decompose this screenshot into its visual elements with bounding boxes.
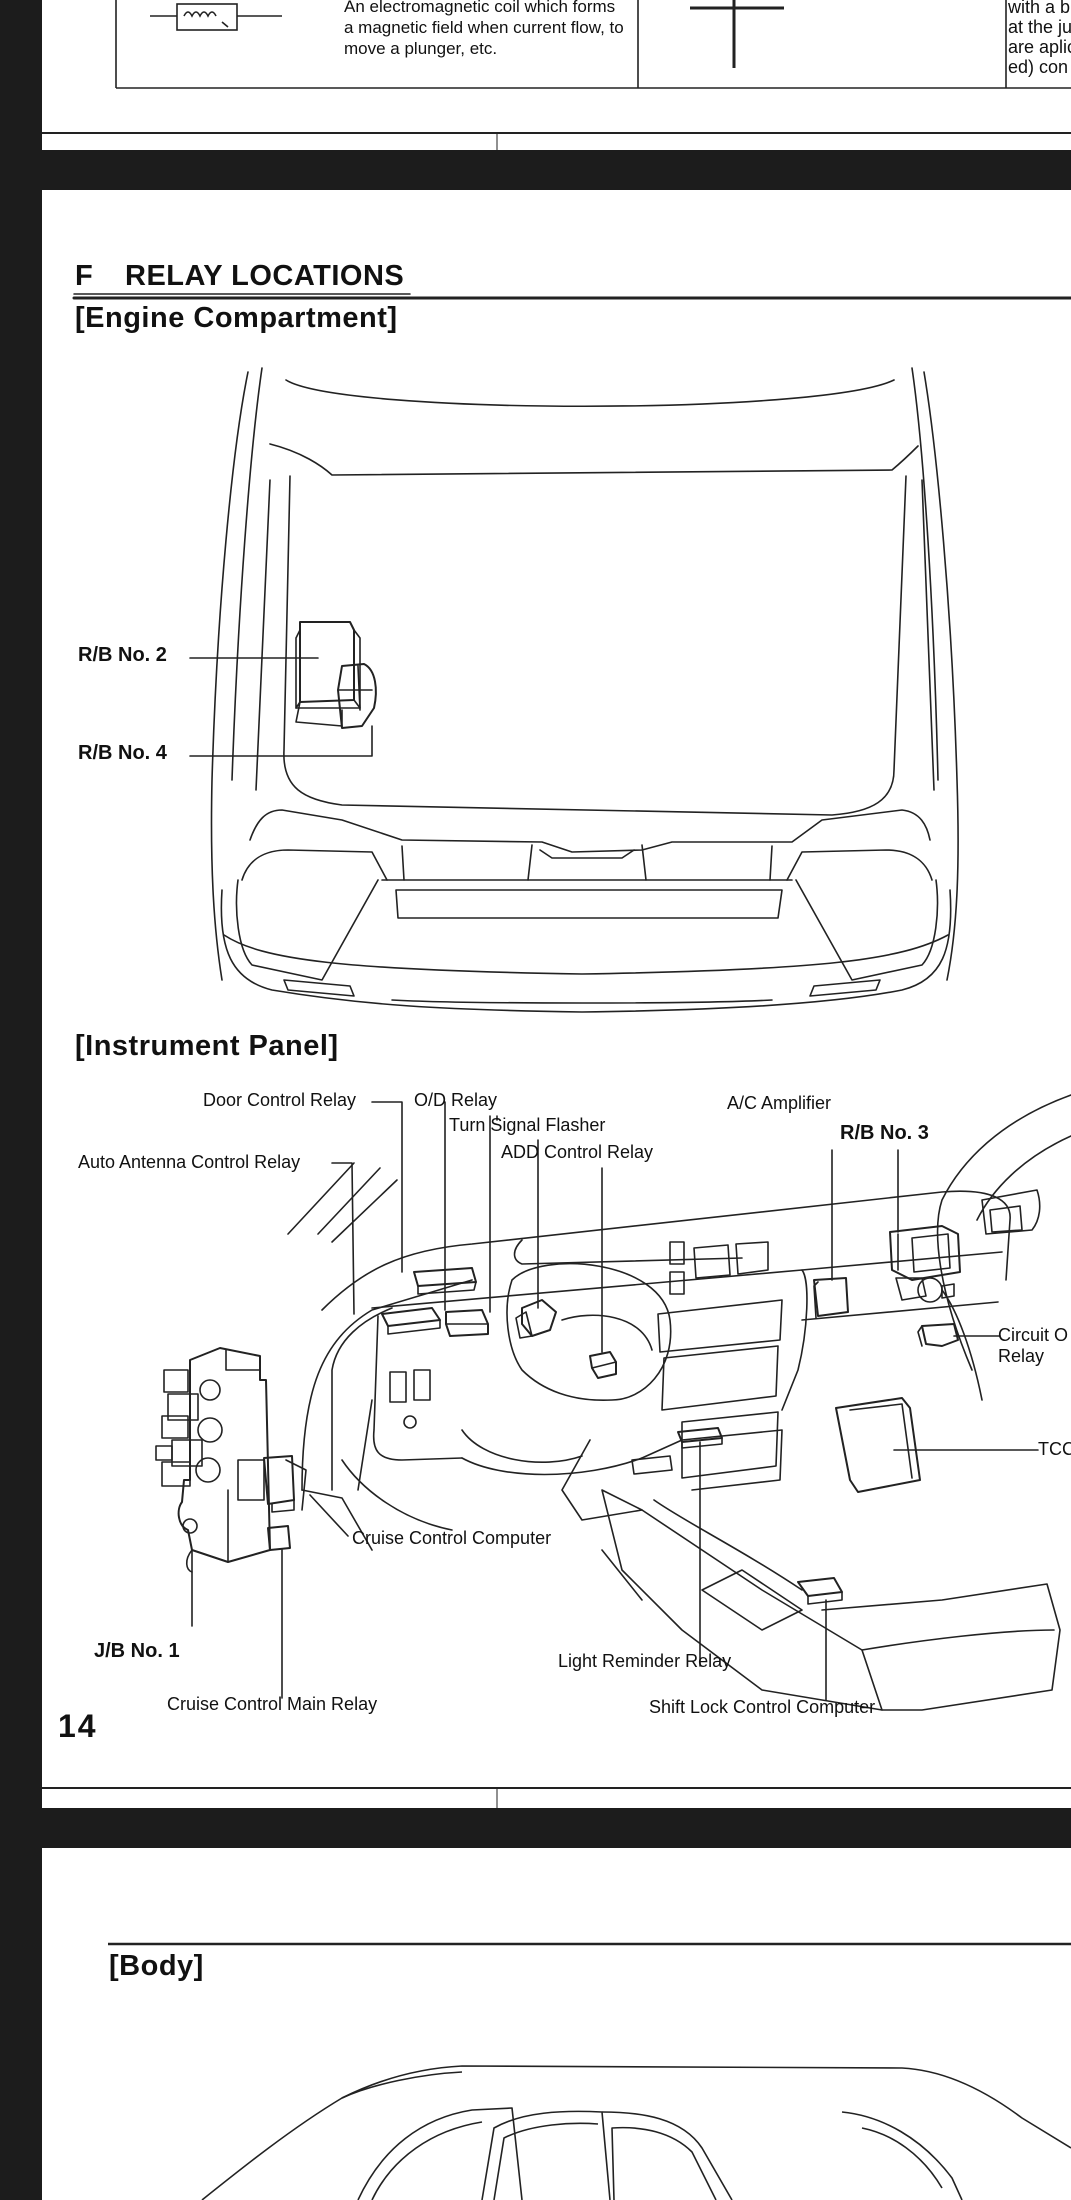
- label-shift-lock-control-computer: Shift Lock Control Computer: [649, 1697, 876, 1717]
- label-circuit-opening: Circuit O: [998, 1325, 1069, 1345]
- label-auto-antenna-control-relay: Auto Antenna Control Relay: [78, 1152, 301, 1172]
- label-ac-amplifier: A/C Amplifier: [727, 1093, 832, 1113]
- engine-compartment-drawing: [189, 367, 959, 1013]
- label-cruise-control-main-relay: Cruise Control Main Relay: [167, 1694, 378, 1714]
- section-letter: F: [75, 260, 94, 292]
- label-circuit-relay: Relay: [998, 1346, 1045, 1366]
- label-cruise-control-computer: Cruise Control Computer: [352, 1528, 552, 1548]
- section-title: RELAY LOCATIONS: [125, 260, 405, 292]
- label-od-relay: O/D Relay: [414, 1090, 498, 1110]
- label-door-control-relay: Door Control Relay: [203, 1090, 357, 1110]
- label-jb-no-1: J/B No. 1: [94, 1640, 180, 1662]
- right-column-line-4: ed) con: [1008, 57, 1069, 77]
- label-rb-no-2: R/B No. 2: [78, 644, 167, 666]
- jb1-connectors: [155, 1369, 265, 1501]
- label-rb-no-4: R/B No. 4: [78, 742, 167, 764]
- previous-page-fragment: An electromagnetic coil which forms a ma…: [42, 0, 1071, 150]
- body-section-page: [Body]: [42, 1848, 1071, 2200]
- coil-definition-text: An electromagnetic coil which forms a ma…: [344, 0, 624, 58]
- page-number: 14: [58, 1708, 98, 1744]
- label-add-control-relay: ADD Control Relay: [501, 1142, 654, 1162]
- label-light-reminder-relay: Light Reminder Relay: [558, 1651, 732, 1671]
- right-column-line-3: are aplic: [1008, 37, 1071, 57]
- engine-compartment-heading: [Engine Compartment]: [75, 302, 398, 334]
- label-turn-signal-flasher: Turn Signal Flasher: [449, 1115, 606, 1135]
- label-tcc: TCC: [1038, 1439, 1071, 1459]
- label-rb-no-3: R/B No. 3: [840, 1122, 929, 1144]
- body-heading: [Body]: [109, 1950, 204, 1982]
- right-column-line-2: at the ju: [1008, 17, 1071, 37]
- instrument-panel-drawing: [155, 1094, 1071, 1711]
- symbol-table-lines: [42, 0, 1071, 150]
- relay-locations-page: F RELAY LOCATIONS [Engine Compartment] R…: [42, 190, 1071, 1808]
- right-column-line-1: with a b: [1008, 0, 1071, 17]
- instrument-panel-heading: [Instrument Panel]: [75, 1030, 339, 1062]
- relay-locations-drawing: [42, 293, 1071, 1808]
- body-drawing: [108, 1942, 1071, 2200]
